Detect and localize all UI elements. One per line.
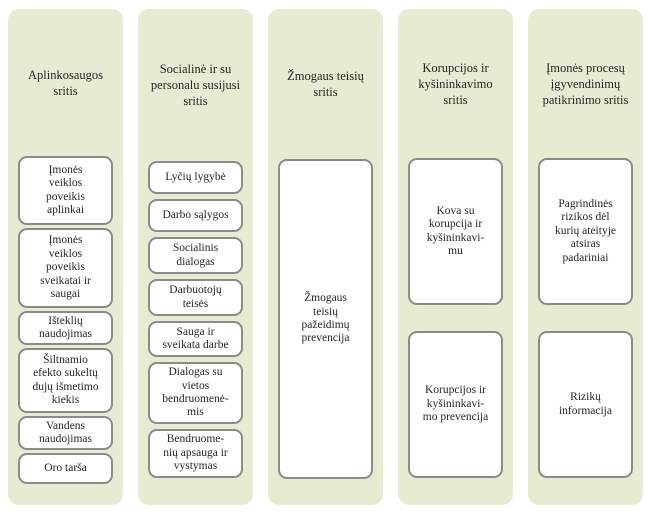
item-box: Darbuotojų teisės: [148, 279, 243, 316]
item-box: Šiltnamio efekto sukeltų dujų išmetimo k…: [18, 348, 113, 413]
column-boxes: Kova su korupcija ir kyšininkavi- mu Kor…: [408, 158, 503, 478]
item-box: Pagrindinės rizikos dėl kurių ateityje a…: [538, 158, 633, 305]
column-social-personnel-area: Socialinė ir su personalu susijusi sriti…: [138, 9, 253, 505]
item-box: Įmonės veiklos poveikis sveikatai ir sau…: [18, 228, 113, 308]
column-boxes: Lyčių lygybė Darbo sąlygos Socialinis di…: [148, 161, 243, 478]
column-title: Korupcijos ir kyšininkavimo sritis: [418, 60, 493, 107]
item-box: Įmonės veiklos poveikis aplinkai: [18, 156, 113, 225]
column-title: Žmogaus teisių sritis: [287, 69, 364, 99]
column-title: Aplinkosaugos sritis: [28, 67, 103, 98]
column-human-rights-area: Žmogaus teisių sritis Žmogaus teisių paž…: [268, 9, 383, 505]
column-boxes: Žmogaus teisių pažeidimų prevencija: [278, 159, 373, 479]
item-box: Sauga ir sveikata darbe: [148, 321, 243, 357]
item-box: Darbo sąlygos: [148, 199, 243, 232]
column-environmental-area: Aplinkosaugos sritis Įmonės veiklos pove…: [8, 9, 123, 505]
column-boxes: Įmonės veiklos poveikis aplinkai Įmonės …: [18, 156, 113, 484]
item-box: Vandens naudojimas: [18, 416, 113, 450]
item-box: Socialinis dialogas: [148, 237, 243, 274]
item-box: Žmogaus teisių pažeidimų prevencija: [278, 159, 373, 479]
column-process-verification-area: Įmonės procesų įgyvendinimų patikrinimo …: [528, 9, 643, 505]
item-box: Bendruome- nių apsauga ir vystymas: [148, 429, 243, 478]
column-title: Įmonės procesų įgyvendinimų patikrinimo …: [542, 60, 629, 107]
item-box: Dialogas su vietos bendruomenė- mis: [148, 362, 243, 424]
item-box: Lyčių lygybė: [148, 161, 243, 194]
column-title: Socialinė ir su personalu susijusi sriti…: [150, 62, 241, 108]
item-box: Oro tarša: [18, 453, 113, 484]
item-box: Rizikų informacija: [538, 331, 633, 478]
column-corruption-bribery-area: Korupcijos ir kyšininkavimo sritis Kova …: [398, 9, 513, 505]
item-box: Korupcijos ir kyšininkavi- mo prevencija: [408, 331, 503, 478]
column-boxes: Pagrindinės rizikos dėl kurių ateityje a…: [538, 158, 633, 478]
item-box: Kova su korupcija ir kyšininkavi- mu: [408, 158, 503, 305]
item-box: Išteklių naudojimas: [18, 311, 113, 345]
